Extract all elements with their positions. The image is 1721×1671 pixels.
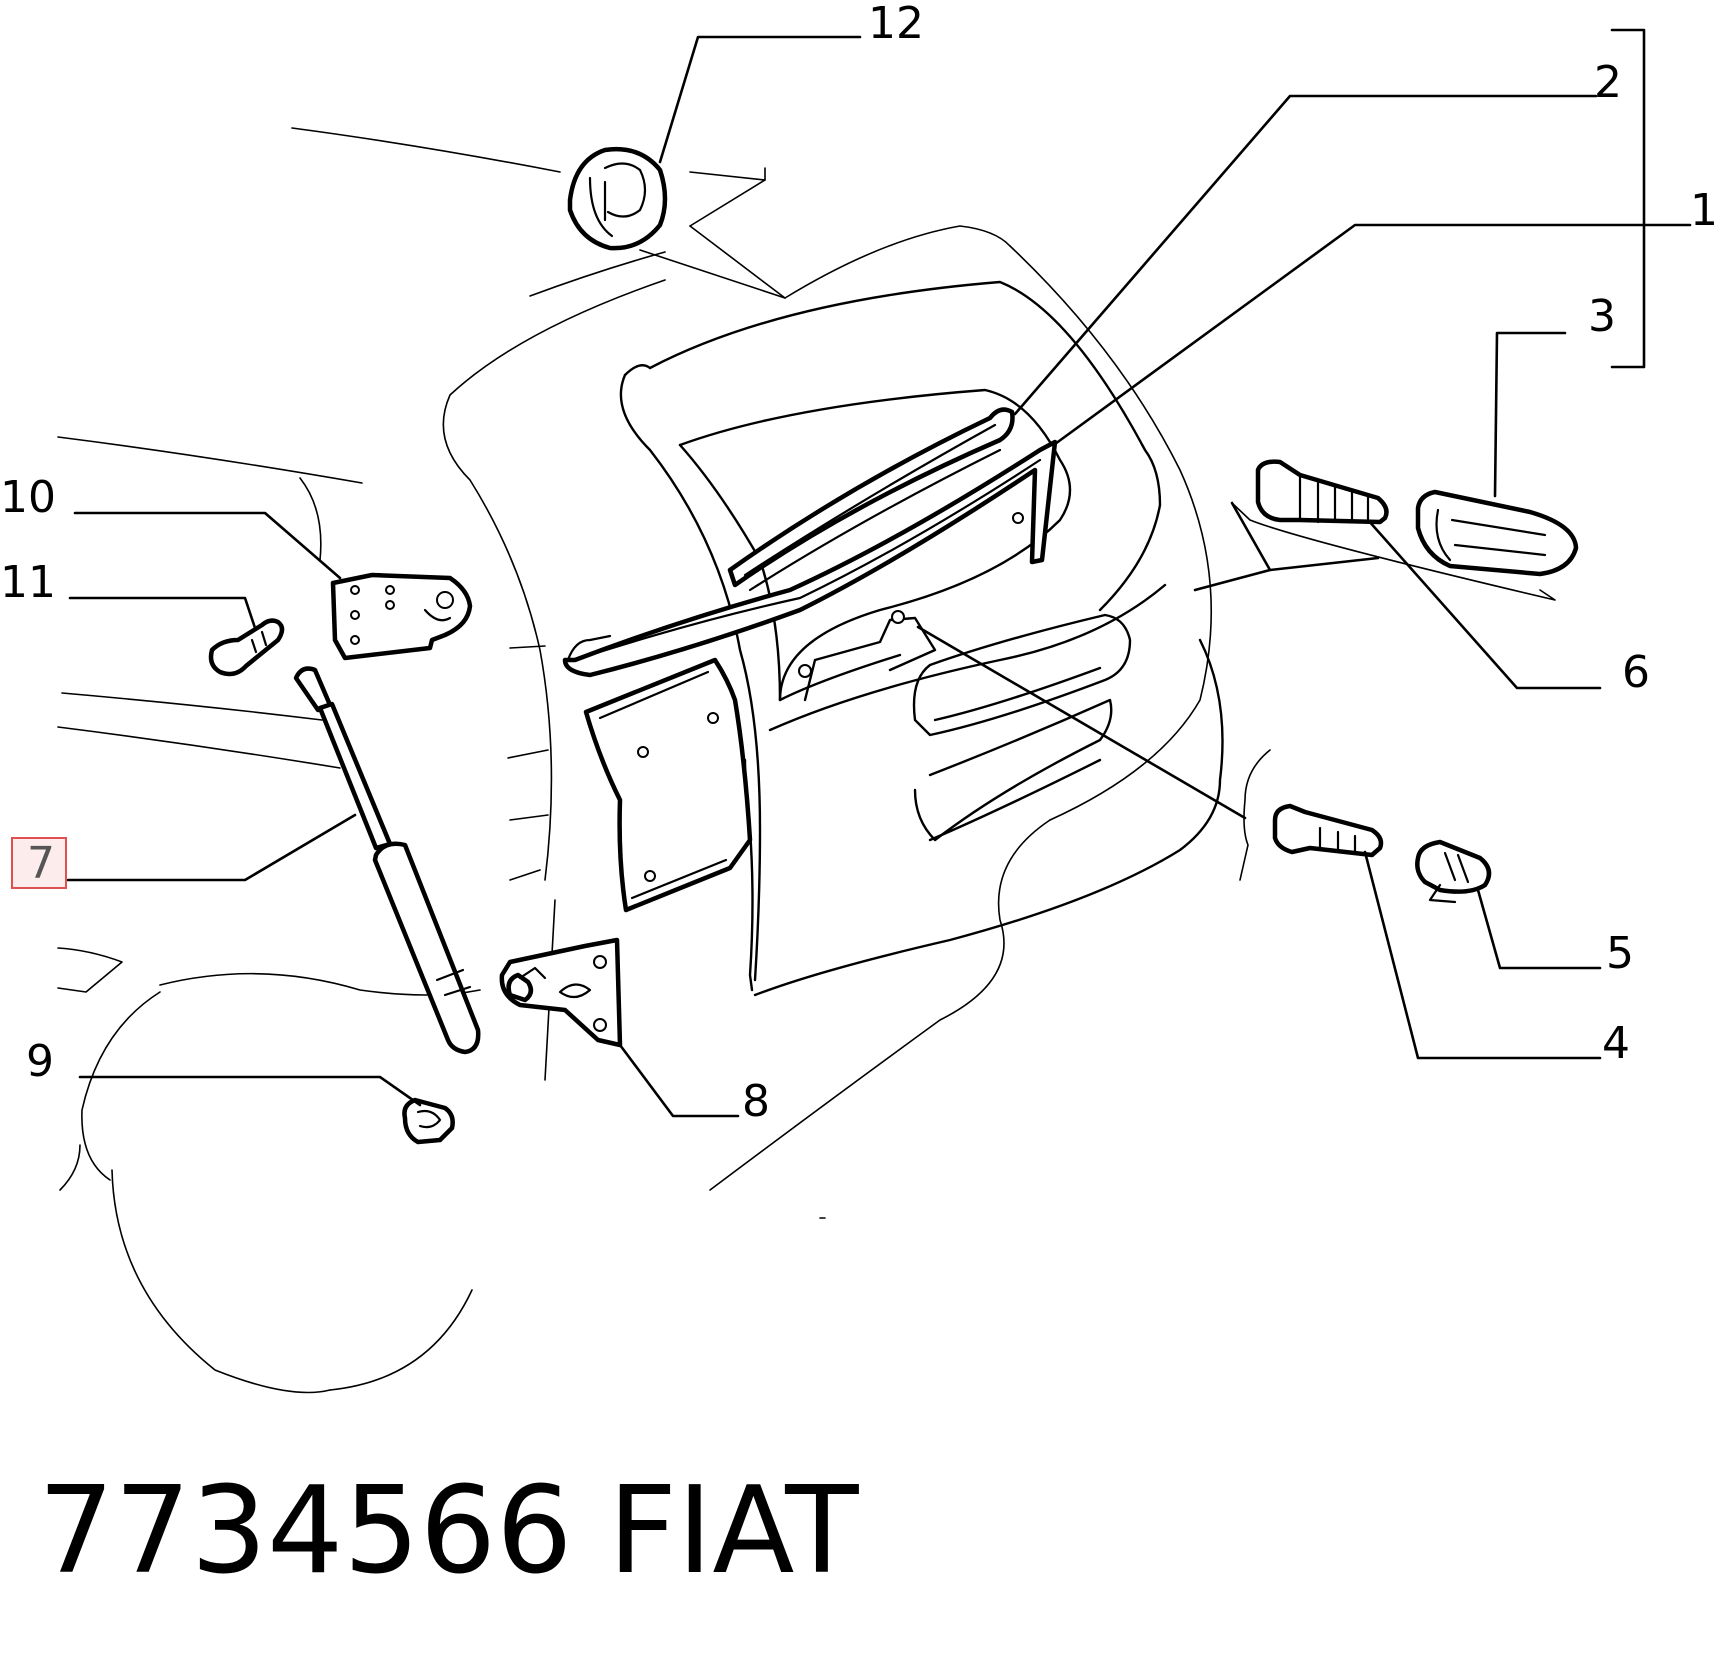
car-body-outline xyxy=(57,127,1556,1394)
part-6-pin xyxy=(1255,459,1389,525)
callout-labels: 12 2 1 3 10 11 6 7 5 4 9 8 xyxy=(0,0,1718,1127)
part-7-gas-strut xyxy=(293,666,481,1055)
part-12-grommet xyxy=(567,147,668,251)
part-5-clip xyxy=(1415,839,1492,904)
part-3-bumper xyxy=(1415,489,1579,577)
part-2-weather-strip xyxy=(727,407,1015,592)
callout-6: 6 xyxy=(1622,647,1650,698)
part-11-bolt xyxy=(208,618,285,677)
callout-1: 1 xyxy=(1690,185,1718,236)
callout-10: 10 xyxy=(0,472,56,523)
gasket-panel xyxy=(583,657,753,913)
brand-name: FIAT xyxy=(608,1462,859,1601)
callout-8: 8 xyxy=(742,1076,770,1127)
part-1-spoiler-seal xyxy=(562,439,1058,678)
part-8-hinge xyxy=(499,937,623,1048)
part-4-bolt xyxy=(1272,803,1384,858)
callout-5: 5 xyxy=(1606,928,1634,979)
callout-4: 4 xyxy=(1602,1018,1630,1069)
part-9-nut xyxy=(402,1097,455,1145)
footer: 7734566 FIAT xyxy=(38,1462,859,1601)
callout-3: 3 xyxy=(1588,291,1616,342)
part-number: 7734566 xyxy=(38,1462,572,1601)
callout-11: 11 xyxy=(0,557,56,608)
leader-lines xyxy=(66,28,1692,1118)
callout-2: 2 xyxy=(1594,57,1622,108)
callout-9: 9 xyxy=(26,1036,54,1087)
callout-12: 12 xyxy=(868,0,924,49)
callout-7-highlight xyxy=(11,837,67,889)
part-10-hinge xyxy=(330,572,473,661)
callout-7: 7 xyxy=(27,838,55,889)
